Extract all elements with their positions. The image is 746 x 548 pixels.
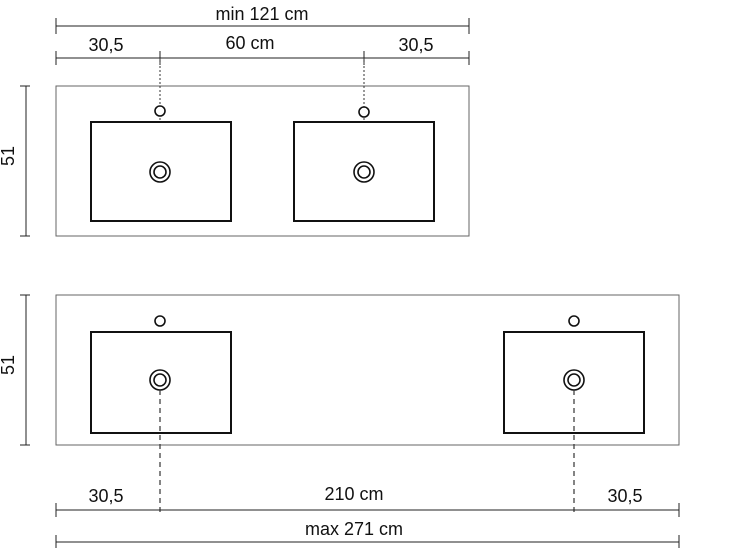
bottom-right-offset-label: 30,5 xyxy=(607,486,642,506)
top-overall-label: min 121 cm xyxy=(215,4,308,24)
top-left-faucet-hole xyxy=(154,105,166,117)
bottom-right-basin xyxy=(503,315,645,434)
top-segment-dimension: 30,5 60 cm 30,5 xyxy=(55,33,470,65)
bottom-depth-dimension: 51 xyxy=(0,294,30,446)
top-left-basin xyxy=(90,105,232,222)
bottom-depth-label: 51 xyxy=(0,355,18,375)
bottom-right-drain-inner xyxy=(567,373,581,387)
top-left-offset-label: 30,5 xyxy=(88,35,123,55)
top-right-basin xyxy=(293,106,435,222)
top-center-distance-label: 60 cm xyxy=(225,33,274,53)
top-right-offset-label: 30,5 xyxy=(398,35,433,55)
top-depth-dimension: 51 xyxy=(0,85,30,237)
top-overall-dimension: min 121 cm xyxy=(55,4,470,34)
bottom-right-faucet-hole xyxy=(568,315,580,327)
bottom-left-drain-inner xyxy=(153,373,167,387)
bottom-left-faucet-hole xyxy=(154,315,166,327)
top-right-faucet-hole xyxy=(358,106,370,118)
top-plan: min 121 cm 30,5 60 cm 30,5 51 xyxy=(0,4,470,237)
bottom-overall-label: max 271 cm xyxy=(305,519,403,539)
bottom-center-distance-label: 210 cm xyxy=(324,484,383,504)
top-right-drain-inner xyxy=(357,165,371,179)
top-depth-label: 51 xyxy=(0,146,18,166)
bottom-plan: 51 30,5 210 cm 30,5 xyxy=(0,294,680,548)
bottom-overall-dimension: max 271 cm xyxy=(55,519,680,548)
bottom-left-basin xyxy=(90,315,232,434)
bottom-left-offset-label: 30,5 xyxy=(88,486,123,506)
top-left-drain-inner xyxy=(153,165,167,179)
bottom-segment-dimension: 30,5 210 cm 30,5 xyxy=(55,484,680,517)
